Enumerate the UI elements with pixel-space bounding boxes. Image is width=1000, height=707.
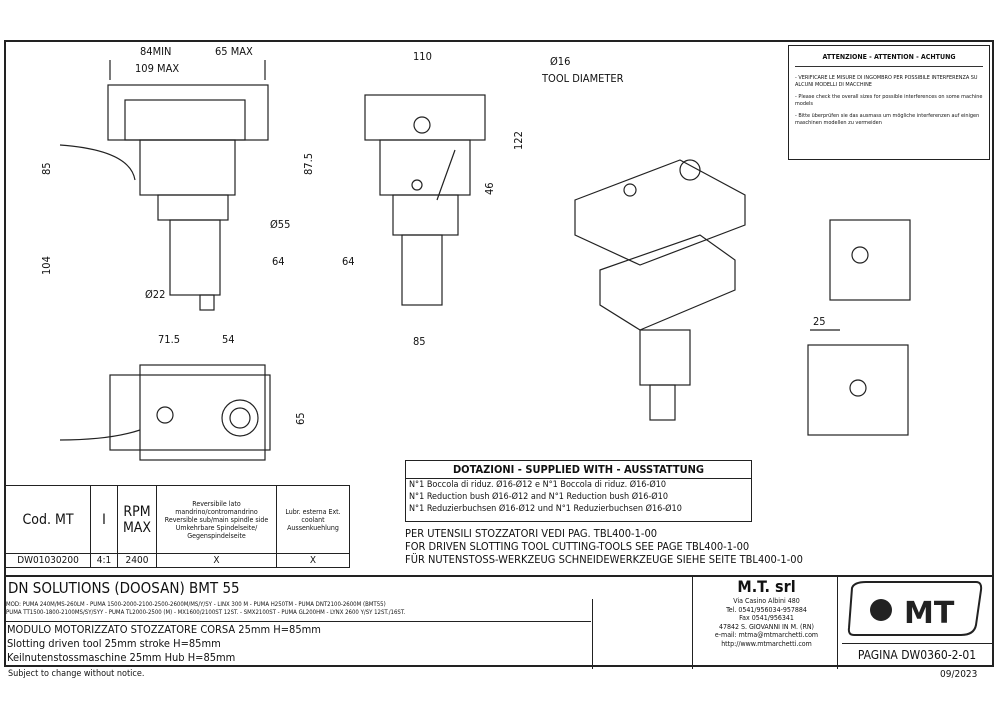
logo-text: MT [904,596,955,631]
dim-122: 122 [512,131,525,150]
attention-en: - Please check the overall sizes for pos… [795,94,983,107]
title-block: DN SOLUTIONS (DOOSAN) BMT 55 MOD: PUMA 2… [4,575,994,669]
company-info: M.T. srl Via Casino Albini 480 Tel. 0541… [694,577,839,648]
front-view [59,60,269,311]
side-view [364,94,486,306]
company-line: Fax 0541/956341 [739,614,794,622]
dim-109max: 109 MAX [135,62,180,75]
machine-title: DN SOLUTIONS (DOOSAN) BMT 55 [8,579,240,597]
supplied-with-box: DOTAZIONI - SUPPLIED WITH - AUSSTATTUNG … [405,460,752,522]
dim-85: 85 [40,162,53,175]
dim-110: 110 [413,50,432,63]
desc-line: Keilnutenstossmaschine 25mm Hub H=85mm [7,651,236,664]
company-website: http://www.mtmarchetti.com [721,639,812,648]
sheet-border [4,40,994,667]
attention-de: - Bitte überprüfen sie das ausmass um mö… [795,113,980,126]
company-name: M.T. srl [737,577,796,596]
desc-line: Slotting driven tool 25mm stroke H=85mm [7,637,221,650]
tool-diameter-label: TOOL DIAMETER [542,72,624,85]
mt-logo: MT [847,581,983,636]
supplied-title: DOTAZIONI - SUPPLIED WITH - AUSSTATTUNG [406,461,751,479]
dim-64: 64 [272,255,285,268]
revision-date: 09/2023 [940,669,978,680]
compatible-models: MOD: PUMA 240M/MS-260LM - PUMA 1500-2000… [6,601,591,622]
header-rpm-max: RPM MAX [117,485,157,554]
cell-code: DW01030200 [5,553,91,568]
cell-rpm: 2400 [117,553,157,568]
dim-54: 54 [222,333,235,346]
dim-65max: 65 MAX [215,45,253,58]
company-email: e-mail: mtma@mtmarchetti.com [714,631,819,639]
divider [592,599,593,669]
attention-title: ATTENZIONE - ATTENTION - ACHTUNG [795,53,983,67]
dim-87-5: 87.5 [302,152,315,175]
company-line: Via Casino Albini 480 [733,597,800,605]
dim-25-stroke: 25 [813,315,826,328]
tools-note-line: PER UTENSILI STOZZATORI VEDI PAG. TBL400… [405,527,658,540]
dim-d16: Ø16 [550,55,571,68]
attention-it: - VERIFICARE LE MISURE DI INGOMBRO PER P… [795,75,978,88]
dim-84min: 84MIN [140,45,172,58]
header-reversible: Reversibile lato mandrino/contromandrino… [156,485,277,554]
page-number: PAGINA DW0360-2-01 [842,643,992,662]
dim-104: 104 [40,256,53,275]
bottom-view [59,364,271,461]
tools-note-line: FOR DRIVEN SLOTTING TOOL CUTTING-TOOLS S… [405,540,750,553]
dim-d22: Ø22 [145,288,166,301]
cell-coolant: X [276,553,350,568]
header-ratio: I [90,485,118,554]
supplied-line: N°1 Reduction bush Ø16-Ø12 and N°1 Reduc… [409,492,668,502]
isometric-view [574,159,746,421]
header-cod-mt: Cod. MT [5,485,91,554]
models-line: MOD: PUMA 240M/MS-260LM - PUMA 1500-2000… [6,601,386,608]
dim-d55: Ø55 [270,218,291,231]
dim-71-5: 71.5 [158,333,181,346]
product-description: MODULO MOTORIZZATO STOZZATORE CORSA 25mm… [7,623,321,665]
divider [837,577,838,669]
dim-65-bottom: 65 [294,412,307,425]
company-line: 47842 S. GIOVANNI IN M. (RN) [718,622,815,631]
divider [692,577,693,669]
header-coolant: Lubr. esterna Ext. coolant Aussenkuehlun… [276,485,350,554]
desc-line: MODULO MOTORIZZATO STOZZATORE CORSA 25mm… [7,623,321,636]
supplied-line: N°1 Reduzierbuchsen Ø16-Ø12 und N°1 Redu… [409,504,682,514]
disclaimer: Subject to change without notice. [8,669,145,679]
cell-ratio: 4:1 [90,553,118,568]
models-line: PUMA TT1500-1800-2100MS/SY/SYY - PUMA TL… [6,609,406,616]
stroke-detail-views [807,219,911,436]
tools-note-line: FÜR NUTENSTOSS-WERKZEUG SCHNEIDEWERKZEUG… [405,553,803,566]
dim-46: 46 [483,182,496,195]
supplied-line: N°1 Boccola di riduz. Ø16-Ø12 e N°1 Bocc… [409,480,667,490]
tools-note: PER UTENSILI STOZZATORI VEDI PAG. TBL400… [405,527,803,566]
dim-64-side: 64 [342,255,355,268]
attention-box: ATTENZIONE - ATTENTION - ACHTUNG - VERIF… [788,45,990,160]
dim-85-side: 85 [413,335,426,348]
company-line: Tel. 0541/956034-957884 [726,605,807,614]
cell-reversible: X [156,553,277,568]
spec-table: Cod. MT I RPM MAX Reversibile lato mandr… [5,485,350,568]
